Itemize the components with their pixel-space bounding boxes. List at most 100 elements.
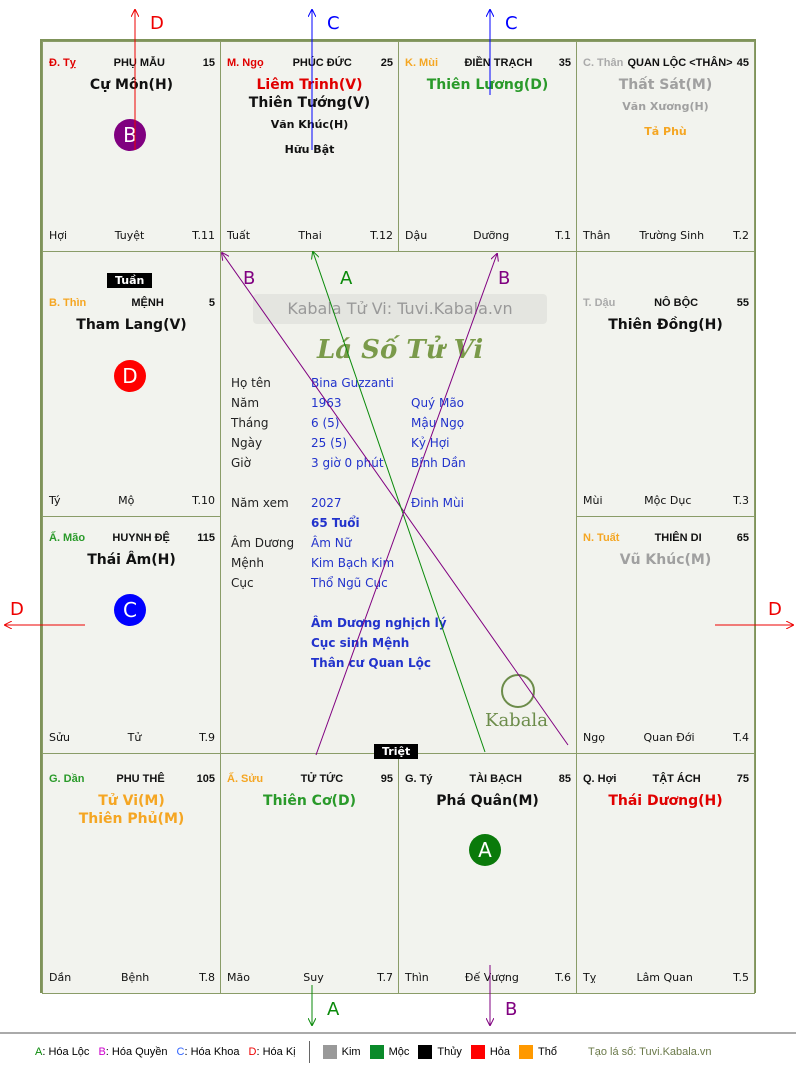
dai-han-number: 105 <box>196 773 215 785</box>
footer-branch: Ngọ <box>583 731 605 744</box>
info-label: Ngày <box>231 436 263 450</box>
legend-hoa: Hỏa <box>470 1045 510 1059</box>
can-chi-label: G. Tý <box>405 773 433 785</box>
la-so-tu-vi-logo: Lá Số Tử Vi <box>317 335 484 365</box>
star-list: Cự Môn(H) <box>43 76 220 94</box>
info-label: Năm <box>231 396 260 410</box>
footer-month: T.10 <box>192 494 215 507</box>
palace-name: NÔ BỘC <box>654 297 699 309</box>
arrow-inner-b1 <box>222 253 569 746</box>
major-star: Thái Dương(H) <box>608 793 723 809</box>
info-value: 1963 <box>311 396 342 410</box>
can-chi-label: Ấ. Sửu <box>227 773 264 785</box>
tuan-tag: Tuần <box>107 273 153 288</box>
footer-month: T.9 <box>199 731 215 744</box>
major-star: Tham Lang(V) <box>76 317 187 333</box>
palace-name: TÀI BẠCH <box>469 773 522 785</box>
hoa-loc-badge: A <box>469 834 501 866</box>
can-chi-label: C. Thân <box>583 57 624 69</box>
footer-month: T.2 <box>733 229 749 242</box>
info-label: Tháng <box>231 416 269 430</box>
legend-hoa-loc: A: Hóa Lộc <box>35 1046 90 1058</box>
info-value: Thổ Ngũ Cục <box>311 576 388 590</box>
minor-star: Văn Xương(H) <box>622 100 709 113</box>
label-top-c1: C <box>327 13 340 34</box>
info-can-chi: Quý Mão <box>411 396 465 410</box>
palace-name: HUYNH ĐỆ <box>112 532 170 544</box>
palace-name: THIÊN DI <box>654 532 702 544</box>
label-right-d: D <box>768 599 782 620</box>
info-can-chi: Mậu Ngọ <box>411 416 465 430</box>
info-label: Họ tên <box>231 376 271 390</box>
dai-han-number: 95 <box>380 773 393 785</box>
palace-name: PHU THÊ <box>116 773 165 785</box>
footer-branch: Sửu <box>49 731 70 744</box>
footer-trang-sinh: Tuyệt <box>114 229 145 242</box>
footer-trang-sinh: Lâm Quan <box>636 971 693 984</box>
arrow-inner-a <box>313 252 486 753</box>
info-value: 65 Tuổi <box>311 516 360 530</box>
can-chi-label: Ấ. Mão <box>49 532 86 544</box>
footer-trang-sinh: Bệnh <box>121 971 150 984</box>
info-value: Âm Dương nghịch lý <box>311 616 447 630</box>
can-chi-label: G. Dần <box>49 773 85 785</box>
info-value: 3 giờ 0 phút <box>311 456 384 470</box>
info-label: Cục <box>231 576 254 590</box>
credit-link[interactable]: Tạo lá số: Tuvi.Kabala.vn <box>588 1046 712 1058</box>
hoa-quyen-badge: B <box>114 119 146 151</box>
info-label: Âm Dương <box>231 536 295 550</box>
can-chi-label: Đ. Tỵ <box>49 57 76 69</box>
dai-han-number: 115 <box>197 532 215 544</box>
info-value: Kim Bạch Kim <box>311 556 395 570</box>
footer-branch: Mùi <box>583 494 603 507</box>
footer-trang-sinh: Mộc Dục <box>644 494 692 507</box>
info-value: Thân cư Quan Lộc <box>311 656 431 670</box>
can-chi-label: Q. Hợi <box>583 773 617 785</box>
footer-branch: Thìn <box>405 971 429 984</box>
major-star: Thiên Đồng(H) <box>608 317 723 333</box>
footer-branch: Mão <box>227 971 250 984</box>
triet-tag: Triệt <box>374 744 419 759</box>
major-star: Thiên Cơ(D) <box>263 793 356 809</box>
dai-han-number: 5 <box>208 297 215 309</box>
minor-star: Văn Khúc(H) <box>270 118 349 131</box>
star-list: Thất Sát(M)Văn Xương(H)Tả Phù <box>577 76 754 144</box>
major-star: Thiên Lương(D) <box>426 77 549 93</box>
footer-trang-sinh: Quan Đới <box>643 731 695 744</box>
legend-moc: Mộc <box>369 1045 409 1059</box>
palace-name: ĐIỀN TRẠCH <box>464 57 533 69</box>
footer-branch: Tỵ <box>583 971 597 984</box>
palace-name: QUAN LỘC <THÂN> <box>627 57 733 69</box>
major-star: Thất Sát(M) <box>618 77 713 93</box>
can-chi-label: N. Tuất <box>583 532 620 544</box>
palace-name: PHỤ MẪU <box>113 57 165 69</box>
info-can-chi: Đinh Mùi <box>411 496 464 510</box>
info-label: Năm xem <box>231 496 289 510</box>
footer-branch: Dần <box>49 971 72 984</box>
major-star: Liêm Trinh(V) <box>256 77 363 93</box>
